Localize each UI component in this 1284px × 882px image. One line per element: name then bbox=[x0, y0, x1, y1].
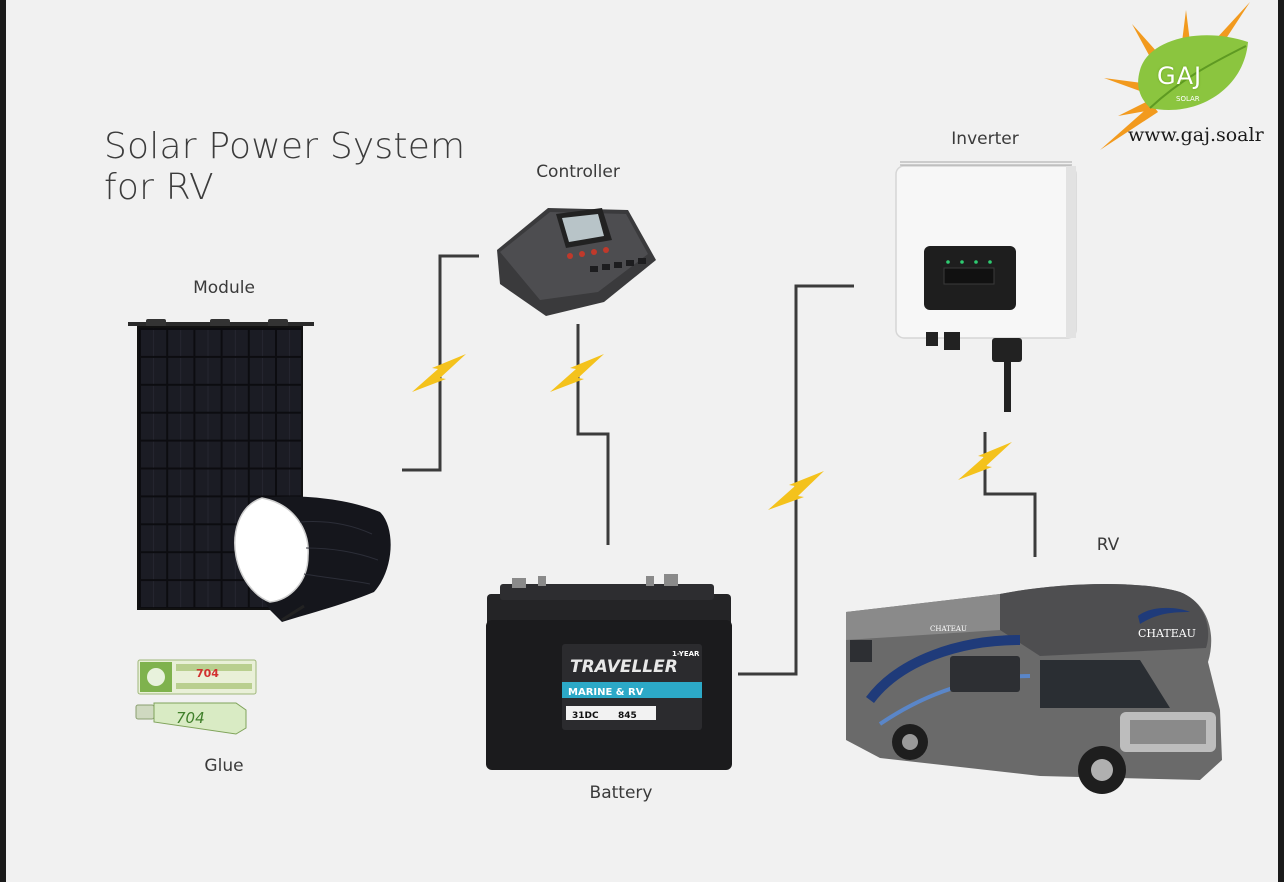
bolt-icon bbox=[550, 354, 604, 392]
logo-text: GAJ bbox=[1157, 62, 1203, 90]
wire-battery-inverter bbox=[738, 284, 854, 676]
battery-label: Battery bbox=[589, 783, 653, 803]
battery-cca: 845 bbox=[618, 711, 637, 721]
glue-label: Glue bbox=[204, 756, 244, 776]
rv-brand: CHATEAU bbox=[1138, 627, 1196, 640]
title-line-2: for RV bbox=[104, 167, 214, 208]
inverter-label: Inverter bbox=[951, 129, 1019, 149]
rv-side-brand: CHATEAU bbox=[930, 625, 967, 633]
battery-brand: TRAVELLER bbox=[570, 657, 678, 677]
bolt-icon bbox=[768, 471, 824, 510]
rv-label: RV bbox=[1096, 535, 1120, 555]
controller-label: Controller bbox=[536, 162, 620, 182]
glue-box-code: 704 bbox=[196, 667, 219, 680]
battery-warranty: 1-YEAR bbox=[672, 650, 700, 658]
battery-line: MARINE & RV bbox=[568, 687, 644, 698]
wire-module-controller bbox=[402, 254, 479, 472]
bolt-icon bbox=[412, 354, 466, 392]
glue-code: 704 bbox=[176, 709, 205, 727]
battery-code: 31DC bbox=[572, 711, 599, 721]
website-url: www.gaj.soalr bbox=[1128, 124, 1264, 146]
module-label: Module bbox=[193, 278, 255, 298]
bolt-icon bbox=[958, 442, 1012, 480]
logo-subtext: SOLAR bbox=[1176, 95, 1200, 103]
page-title: Solar Power System for RV bbox=[104, 126, 465, 208]
title-line-1: Solar Power System bbox=[104, 126, 466, 167]
